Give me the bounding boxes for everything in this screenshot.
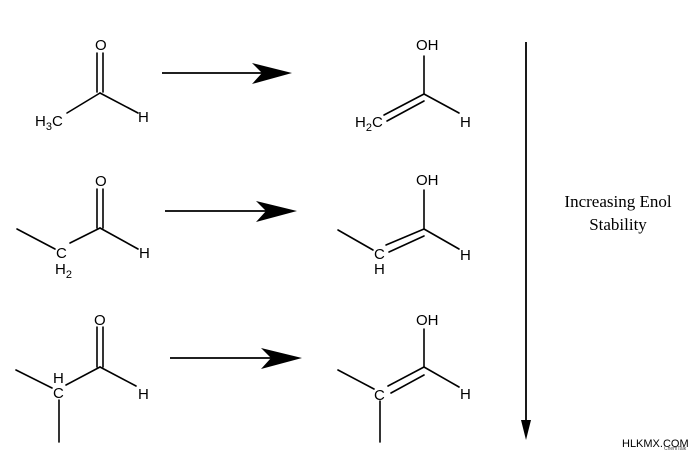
- bond-c-h: [423, 228, 460, 250]
- arrowhead: [252, 63, 292, 84]
- methylene-hydrogens: H2: [55, 261, 72, 281]
- methylene-subscript: 2: [366, 122, 372, 134]
- alkene-carbon: C: [374, 387, 385, 404]
- bond-ch3-c: [337, 369, 375, 390]
- keto-2-methylpropanal: O H H C: [15, 312, 149, 443]
- methylene-h: H: [355, 114, 366, 131]
- bond-c-c-double-1: [383, 93, 425, 116]
- arrowhead: [256, 201, 297, 222]
- bond-c-h: [99, 366, 137, 387]
- hydrogen-atom: H: [460, 247, 471, 264]
- bond-c-h: [423, 93, 460, 114]
- bond-ch2-c: [69, 227, 101, 244]
- alkene-carbon: C: [374, 246, 385, 263]
- reaction-row-3: O H H C OH H C: [15, 312, 471, 443]
- hydrogen-atom: H: [460, 386, 471, 403]
- watermark-small-text: ChemTalk: [664, 446, 687, 452]
- methylene-carbon: C: [56, 245, 67, 262]
- hydrogen-atom: H: [138, 386, 149, 403]
- hydroxyl-group: OH: [416, 37, 439, 54]
- hydrogen-atom: H: [138, 109, 149, 126]
- reaction-row-1: O H H3C OH H H2C: [35, 37, 471, 134]
- methyl-h: H: [35, 113, 46, 130]
- reaction-arrow-2: [165, 201, 297, 222]
- enol-vinyl-alcohol: OH H H2C: [355, 37, 471, 134]
- bond-c-c-double-2: [388, 235, 425, 253]
- reaction-arrow-1: [162, 63, 292, 84]
- oxygen-atom: O: [95, 173, 107, 190]
- hydrogen-atom: H: [460, 114, 471, 131]
- bond-ch3-ch2: [16, 228, 56, 250]
- arrowhead: [261, 348, 302, 369]
- reaction-arrow-3: [170, 348, 302, 369]
- bond-ch3-ch: [337, 229, 374, 251]
- bond-c-c-double-1: [385, 228, 425, 246]
- methine-hydrogen: H: [53, 370, 64, 387]
- keto-propanal: O H C H2: [16, 173, 150, 281]
- methylene-group: H2C: [355, 114, 383, 134]
- trend-arrowhead: [521, 420, 531, 440]
- oxygen-atom: O: [95, 37, 107, 54]
- methyl-group: H3C: [35, 113, 63, 133]
- methine-carbon: C: [53, 385, 64, 402]
- reaction-row-2: O H C H2 OH H C H: [16, 172, 471, 281]
- hydrogen-atom: H: [139, 245, 150, 262]
- trend-label-line-1: Increasing Enol: [564, 192, 671, 211]
- bond-c-c-double-2: [390, 374, 425, 394]
- methylene-c: C: [372, 114, 383, 131]
- bond-c-h: [99, 227, 139, 250]
- bond-c-h: [423, 366, 460, 388]
- keto-acetaldehyde: O H H3C: [35, 37, 149, 133]
- enol-propenol: OH H C H: [337, 172, 471, 278]
- methyl-c: C: [52, 113, 63, 130]
- bond-c-h: [99, 92, 139, 114]
- enol-2-methylpropenol: OH H C: [337, 312, 471, 443]
- bond-c-c-double-2: [386, 100, 425, 122]
- methylene-h: H: [55, 261, 66, 278]
- trend-label-line-2: Stability: [589, 215, 647, 234]
- stability-trend-arrow: [521, 42, 531, 440]
- oxygen-atom: O: [94, 312, 106, 329]
- methyl-subscript: 3: [46, 121, 52, 133]
- hydroxyl-group: OH: [416, 172, 439, 189]
- bond-ch-c: [65, 366, 101, 386]
- bond-c-c: [66, 92, 101, 114]
- bond-c-c-double-1: [387, 366, 425, 387]
- methylene-subscript: 2: [66, 269, 72, 281]
- hydroxyl-group: OH: [416, 312, 439, 329]
- bond-ch3-ch: [15, 369, 53, 389]
- alkene-hydrogen: H: [374, 261, 385, 278]
- watermark-text: HLKMX.COM: [622, 438, 689, 450]
